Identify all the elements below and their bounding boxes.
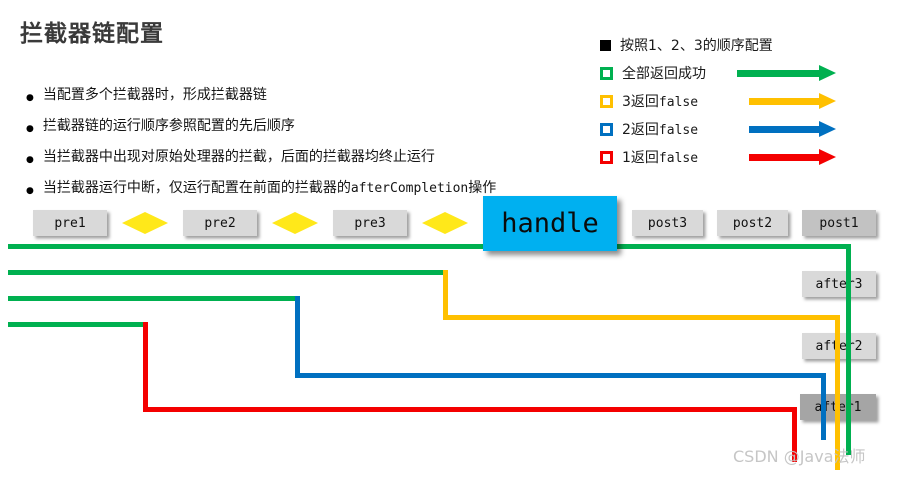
bullet-item: ● 当拦截器运行中断，仅运行配置在前面的拦截器的afterCompletion操… [26,179,496,200]
arrow-shaft [737,69,819,77]
legend-item-order: 按照1、2、3的顺序配置 [600,31,836,59]
bullet-text: 当拦截器运行中断，仅运行配置在前面的拦截器的afterCompletion操作 [43,179,496,198]
blue-arrow-icon [749,121,836,137]
legend-item-1-false: 1返回false [600,143,836,171]
red-square-icon [600,150,613,164]
line-success-afters [846,244,851,455]
bullet-item: ● 当拦截器中出现对原始处理器的拦截，后面的拦截器均终止运行 [26,148,496,169]
arrow-head [819,121,836,137]
line-1false-end-drop [792,407,797,462]
line-3false-green-part [8,270,448,275]
legend-label: 按照1、2、3的顺序配置 [620,38,773,54]
bullet-icon: ● [26,93,34,103]
bullet-text-suffix: 操作 [468,180,497,196]
green-square-icon [600,66,613,80]
legend-label-text: 2返回 [622,122,659,138]
line-success-forward [8,244,851,249]
decision-diamond-1 [122,212,168,234]
bullet-icon: ● [26,155,34,165]
line-1false-drop [143,322,148,412]
bullet-text: 当配置多个拦截器时，形成拦截器链 [42,87,267,103]
arrow-shaft [749,153,819,161]
bullet-text: 当拦截器中出现对原始处理器的拦截，后面的拦截器均终止运行 [42,149,435,165]
legend-label-code: false [658,151,699,166]
line-2false-green-part [8,296,300,301]
line-1false-green-part [8,322,148,327]
flow-box-post1: post1 [802,210,876,236]
legend-item-2-false: 2返回false [600,115,836,143]
line-3false-horizontal [443,315,840,320]
watermark: CSDN @Java法师 [733,447,866,466]
flow-box-post3: post3 [632,210,703,236]
line-3false-drop [443,270,448,320]
yellow-arrow-icon [749,93,836,109]
legend-item-3-false: 3返回false [600,87,836,115]
arrow-head [819,93,836,109]
legend-label: 3返回false [622,91,698,111]
legend-label-text: 1返回 [622,150,659,166]
bullet-item: ● 拦截器链的运行顺序参照配置的先后顺序 [26,117,496,138]
arrow-head [819,65,836,81]
legend-label: 2返回false [622,119,698,139]
arrow-shaft [749,97,819,105]
yellow-square-icon [600,94,613,108]
legend-label-code: false [658,123,699,138]
legend-label: 全部返回成功 [622,66,706,82]
black-square-icon [600,39,611,51]
legend-item-all-success: 全部返回成功 [600,59,836,87]
bullet-code: afterCompletion [350,181,469,196]
bullet-text-prefix: 当拦截器运行中断，仅运行配置在前面的拦截器的 [42,180,351,196]
legend-label-code: false [658,95,699,110]
red-arrow-icon [749,149,836,165]
legend-label-text: 3返回 [622,94,659,110]
flow-box-post2: post2 [717,210,788,236]
bullet-text: 拦截器链的运行顺序参照配置的先后顺序 [42,118,295,134]
bullet-icon: ● [26,186,34,196]
bullet-list: ● 当配置多个拦截器时，形成拦截器链 ● 拦截器链的运行顺序参照配置的先后顺序 … [26,86,496,210]
bullet-item: ● 当配置多个拦截器时，形成拦截器链 [26,86,496,107]
line-2false-drop [295,296,300,378]
arrow-shaft [749,125,819,133]
legend-label: 1返回false [622,147,698,167]
line-1false-horizontal [143,407,797,412]
arrow-head [819,149,836,165]
line-2false-afters [821,373,826,440]
decision-diamond-3 [422,212,468,234]
page-title: 拦截器链配置 [20,21,164,47]
line-2false-horizontal [295,373,826,378]
decision-diamond-2 [272,212,318,234]
flow-box-handle: handle [483,196,617,251]
line-3false-afters [835,315,840,470]
blue-square-icon [600,122,613,136]
legend: 按照1、2、3的顺序配置 全部返回成功 3返回false 2返回false 1返… [600,31,836,171]
flow-box-after3: after3 [802,271,876,297]
bullet-icon: ● [26,124,34,134]
flow-box-pre1: pre1 [33,210,107,236]
flow-box-pre2: pre2 [183,210,257,236]
flow-box-pre3: pre3 [333,210,407,236]
green-arrow-icon [737,65,836,81]
